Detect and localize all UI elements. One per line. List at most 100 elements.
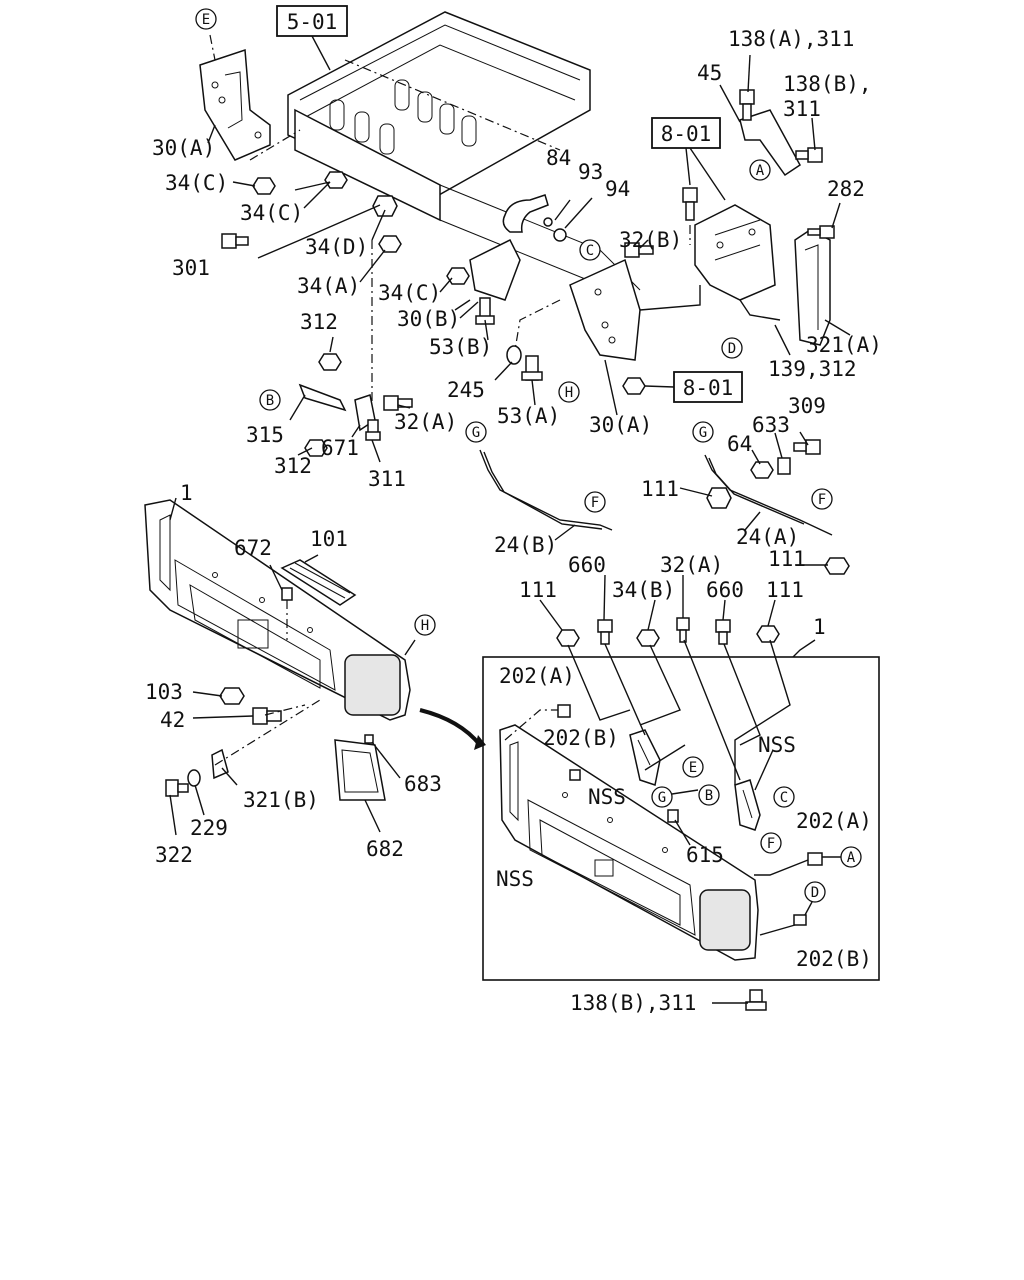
label-53a: 53(A) (497, 404, 560, 428)
front-bumper-left (144, 499, 411, 721)
bracket-30b (469, 238, 521, 301)
label-311-a: 311 (783, 97, 821, 121)
svg-text:B: B (705, 788, 713, 804)
label-103: 103 (145, 680, 183, 704)
nut-34c (252, 177, 276, 195)
svg-text:F: F (767, 836, 775, 852)
label-311-b: 311 (368, 467, 406, 491)
nut-34a (378, 235, 402, 253)
frame-rail (287, 11, 641, 291)
label-30a-top: 30(A) (152, 136, 215, 160)
ref-box-5-01[interactable]: 5-01 (276, 5, 348, 37)
svg-text:H: H (565, 385, 573, 401)
bolt-32b (624, 242, 654, 258)
label-34c-3: 34(C) (378, 281, 441, 305)
label-nss-2: NSS (588, 785, 626, 809)
ref-box-8-01-mid[interactable]: 8-01 (673, 371, 743, 403)
marker-h-bumper: H (414, 614, 436, 636)
clip-202b-top (569, 769, 581, 781)
svg-text:G: G (472, 425, 480, 441)
label-321a: 321(A) (806, 333, 882, 357)
label-94: 94 (605, 177, 630, 201)
label-32a-2: 32(A) (660, 553, 723, 577)
nut-64 (750, 461, 774, 479)
label-101: 101 (310, 527, 348, 551)
svg-text:B: B (266, 393, 274, 409)
clip-202a-right (807, 852, 823, 866)
label-312-2: 312 (274, 454, 312, 478)
clip-633 (777, 457, 791, 475)
label-671: 671 (321, 436, 359, 460)
label-32b: 32(B) (619, 228, 682, 252)
bolt-32b-right (682, 187, 698, 221)
label-138a-311: 138(A),311 (728, 27, 854, 51)
bracket-nss-left (629, 729, 661, 786)
label-24a: 24(A) (736, 525, 799, 549)
ref-8-01-mid-text: 8-01 (683, 376, 734, 400)
nut-111-a (706, 487, 732, 509)
ref-box-8-01-top[interactable]: 8-01 (651, 117, 721, 149)
svg-text:D: D (811, 885, 819, 901)
label-202a-1: 202(A) (499, 664, 575, 688)
bolt-138b-bottom (745, 989, 767, 1011)
label-312-1: 312 (300, 310, 338, 334)
label-229: 229 (190, 816, 228, 840)
washer-229 (187, 769, 201, 787)
label-45: 45 (697, 61, 722, 85)
label-24b: 24(B) (494, 533, 557, 557)
nut-111-c (556, 629, 580, 647)
label-111-1: 111 (641, 477, 679, 501)
label-321b: 321(B) (243, 788, 319, 812)
svg-text:H: H (421, 618, 429, 634)
label-245: 245 (447, 378, 485, 402)
bolt-138b (795, 147, 823, 163)
bracket-30a-mid (569, 258, 641, 361)
label-84: 84 (546, 146, 571, 170)
bolt-660-a (597, 619, 613, 645)
label-301: 301 (172, 256, 210, 280)
clip-615 (667, 809, 679, 823)
label-138b: 138(B), (783, 72, 872, 96)
bolt-32a-b (676, 617, 690, 643)
svg-text:F: F (818, 492, 826, 508)
marker-g-right: G (692, 421, 714, 443)
bracket-nss-right (734, 779, 761, 831)
svg-text:D: D (728, 341, 736, 357)
marker-f-left: F (584, 491, 606, 513)
label-672: 672 (234, 536, 272, 560)
bolt-301 (221, 233, 249, 249)
inset-box (482, 656, 880, 981)
marker-e-inset: E (682, 756, 704, 778)
label-32a-1: 32(A) (394, 410, 457, 434)
bolt-311 (365, 419, 381, 441)
svg-text:C: C (586, 243, 594, 259)
nut-103 (219, 687, 245, 705)
bolt-282 (807, 225, 835, 239)
nut-34b (636, 629, 660, 647)
svg-text:F: F (591, 495, 599, 511)
svg-text:E: E (202, 12, 210, 28)
label-34b: 34(B) (612, 578, 675, 602)
bracket-315 (298, 383, 347, 412)
tow-hook-84 (502, 194, 549, 233)
label-nss-3: NSS (496, 867, 534, 891)
stay-24a (704, 454, 833, 536)
bolt-138a (739, 89, 755, 121)
label-1-right: 1 (813, 615, 826, 639)
label-1-left: 1 (180, 481, 193, 505)
label-111-2: 111 (768, 547, 806, 571)
svg-text:A: A (847, 850, 856, 866)
label-34d: 34(D) (305, 235, 368, 259)
marker-b-left: B (259, 389, 281, 411)
label-30a-mid: 30(A) (589, 413, 652, 437)
svg-text:G: G (699, 425, 707, 441)
bolt-322 (165, 779, 189, 797)
label-34c-1: 34(C) (165, 171, 228, 195)
stay-24b (479, 449, 613, 531)
ref-8-01-top-text: 8-01 (661, 122, 712, 146)
svg-text:G: G (658, 790, 666, 806)
label-111-3: 111 (519, 578, 557, 602)
marker-g-inset: G (651, 786, 673, 808)
marker-e-top: E (195, 8, 217, 30)
